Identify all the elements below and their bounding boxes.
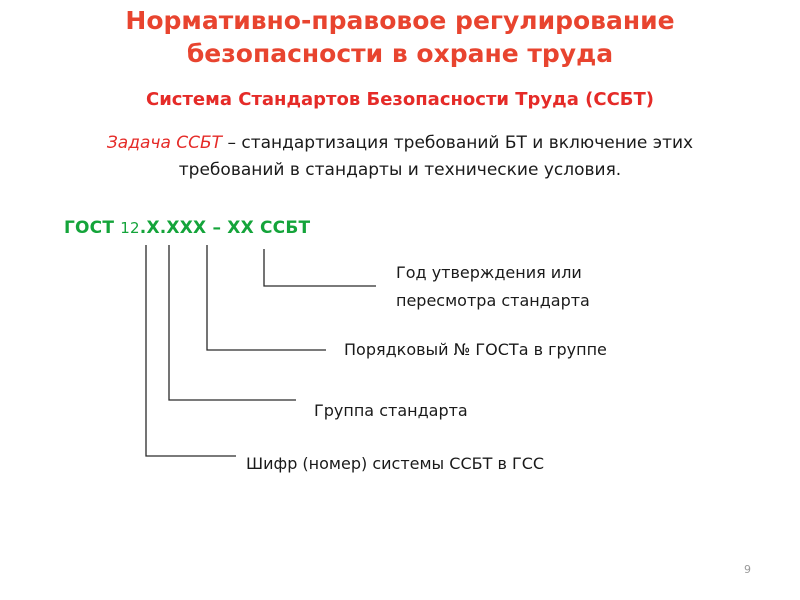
title-line-2: безопасности в охране труда [186, 39, 614, 68]
connector-serial [206, 245, 326, 351]
gost-code: ГОСТ 12.Х.ХХХ – ХХ ССБТ [64, 218, 310, 238]
task-line-1: Задача ССБТ – стандартизация требований … [0, 130, 800, 157]
subtitle: Система Стандартов Безопасности Труда (С… [145, 89, 655, 110]
connector-group [168, 245, 296, 401]
label-year-line-1: Год утверждения или [396, 263, 582, 282]
label-year: Год утверждения или пересмотра стандарта [396, 259, 590, 315]
connector-cipher [145, 245, 236, 457]
title-line-1: Нормативно-правовое регулирование [125, 6, 675, 35]
task-line-1-text: – стандартизация требований БТ и включен… [222, 133, 694, 153]
gost-prefix: ГОСТ [64, 218, 121, 238]
label-serial: Порядковый № ГОСТа в группе [344, 340, 607, 359]
page-title: Нормативно-правовое регулирование безопа… [0, 4, 800, 70]
label-year-line-2: пересмотра стандарта [396, 291, 590, 310]
task-description: Задача ССБТ – стандартизация требований … [0, 130, 800, 184]
task-line-2: требований в стандарты и технические усл… [178, 160, 622, 180]
task-term: Задача ССБТ [106, 133, 223, 153]
gost-number: 12 [120, 219, 140, 237]
label-group: Группа стандарта [314, 401, 468, 420]
page-number: 9 [744, 563, 751, 576]
label-cipher: Шифр (номер) системы ССБТ в ГСС [246, 454, 545, 473]
connector-year [263, 249, 376, 287]
gost-rest: .Х.ХХХ – ХХ ССБТ [139, 218, 311, 238]
